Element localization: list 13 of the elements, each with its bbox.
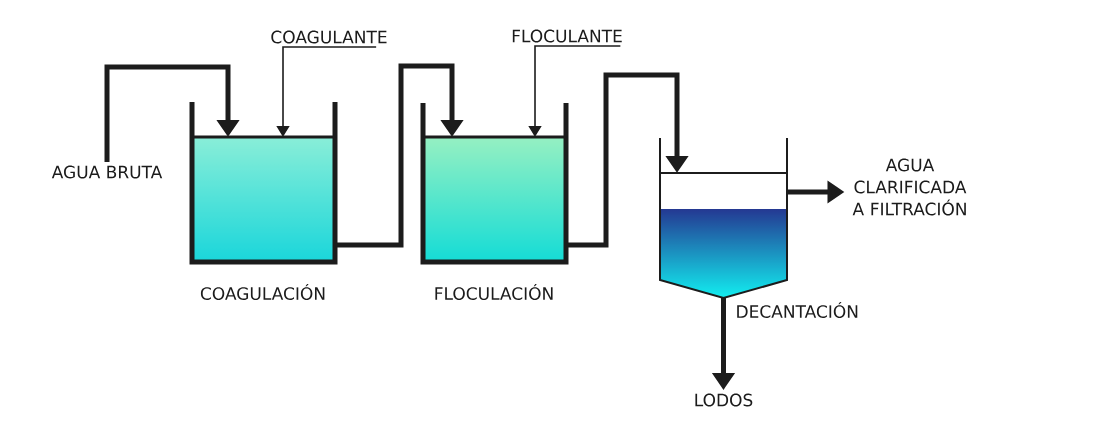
tank-label: FLOCULACIÓN	[435, 284, 553, 300]
dosing-label: COAGULANTE	[271, 30, 387, 44]
pipe-arrow	[566, 72, 689, 248]
outlet-label: LODOS	[695, 393, 753, 407]
inlet-label: AGUA BRUTA	[51, 165, 163, 179]
outlet-label: AGUA CLARIFICADA A FILTRACIÓN	[852, 158, 967, 216]
pipe-arrow	[104, 64, 240, 163]
leader-arrow	[276, 46, 377, 137]
tank-label: DECANTACIÓN	[737, 302, 858, 318]
pipe-arrow	[335, 63, 464, 248]
tank-label: COAGULACIÓN	[200, 284, 325, 300]
dosing-label: FLOCULANTE	[512, 29, 622, 43]
leader-arrow	[528, 45, 622, 137]
